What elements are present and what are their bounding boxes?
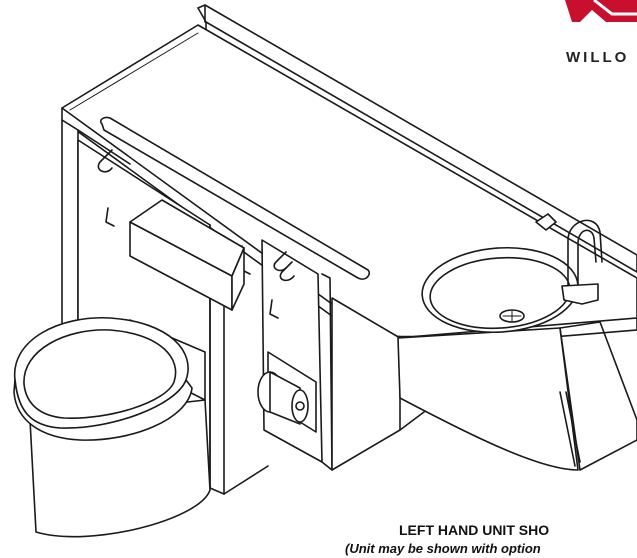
brand-name: WILLO	[566, 49, 630, 66]
grab-bar	[99, 116, 371, 280]
hook-left-icon	[97, 149, 115, 227]
sink-shroud	[397, 321, 637, 471]
soap-dispenser	[129, 199, 245, 311]
toilet	[13, 316, 211, 538]
hook-center-icon	[269, 251, 295, 319]
center-cabinet	[261, 239, 333, 471]
caption-title: LEFT HAND UNIT SHO	[399, 522, 550, 538]
toilet-paper-holder-icon	[257, 371, 309, 425]
willo-logo-icon	[565, 0, 637, 22]
faucet-icon	[535, 213, 603, 305]
drain-icon	[499, 309, 525, 323]
caption-note: (Unit may be shown with option	[345, 541, 541, 556]
